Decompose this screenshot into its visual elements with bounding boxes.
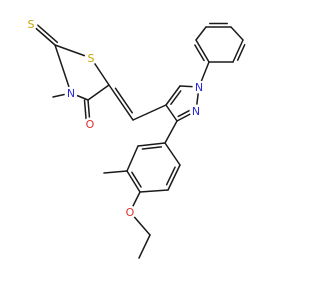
bond-c5-methine [108,84,134,121]
ether-oxygen-label: O [126,206,135,219]
bond-pc3-aryl [164,120,178,144]
bond-ph2-ph3 [232,39,244,63]
pyrazole-n2-label: N [192,105,200,118]
bond-ar3-methyl [103,170,128,174]
bond-ph2-ph3-inner [236,43,246,61]
bond-c5-methine-inner [114,87,134,114]
bond-ar4-ar5 [139,189,169,193]
bond-ar3-ar4-inner [131,171,142,188]
bond-pc4-pc5 [165,85,181,106]
bond-ar5-ar6 [167,164,181,191]
bond-ar1-ar2-inner [141,146,163,150]
carbonyl-oxygen-label-bg [83,117,97,131]
bond-ph5-ph6 [195,26,207,41]
carbonyl-oxygen-label: O [86,118,95,131]
bond-ethyl-ch3 [138,234,151,259]
bond-ar2-ar3 [126,145,139,172]
bond-ph6-ph1-inner [194,44,205,62]
pyrazole-n2-label-bg [189,104,203,118]
bond-ar5-ar6-inner [165,166,176,186]
ether-oxygen-label-bg [123,205,137,219]
bond-ar3-ar4 [126,170,141,193]
ring-sulfur-label: S [88,52,95,65]
ring-sulfur-label-bg [84,51,98,65]
pyrazole-n1-label-bg [192,80,206,94]
bond-ar1-ar2 [137,142,166,147]
thione-sulfur-label-bg [24,17,38,31]
bond-pc3-pc4 [165,104,178,122]
bond-c4-c5 [87,84,110,101]
bond-pc4-pc5-inner [170,90,182,105]
bond-c2-n3 [54,44,72,94]
bond-pn2-pc3-inner [177,108,193,118]
bond-ph6-ph1 [195,39,210,63]
thione-sulfur-label: S [28,18,35,31]
ring-nitrogen-label-bg [64,86,78,100]
pyrazole-n1-label: N [195,81,203,94]
bond-ph3-ph4 [230,26,244,41]
bond-methine-pyrazole [132,104,167,121]
bonds [30,20,246,259]
ring-nitrogen-label: N [67,87,75,100]
bond-ar6-ar1 [164,142,181,166]
